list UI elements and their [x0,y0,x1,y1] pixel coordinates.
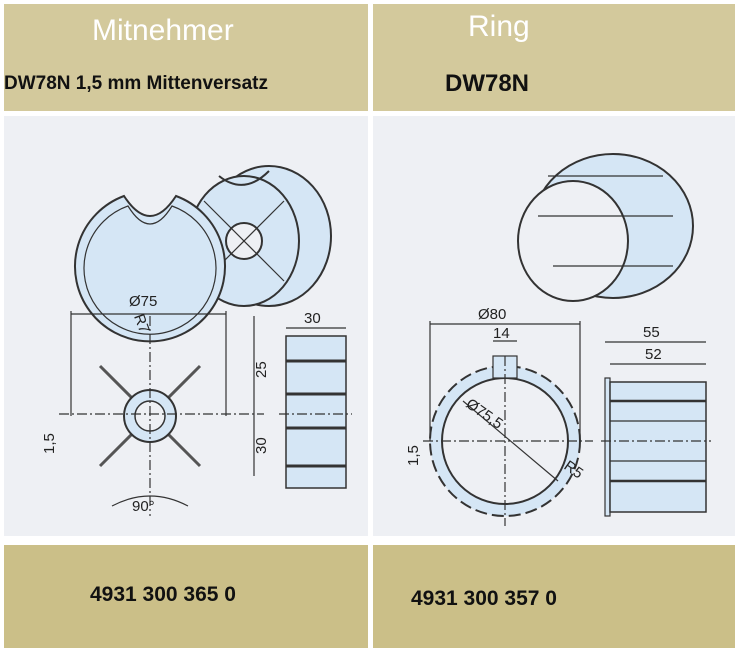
ring-side-view [601,341,711,517]
dim-angle: 90° [132,498,155,515]
mitnehmer-subtitle: DW78N 1,5 mm Mittenversatz [4,73,268,94]
mitnehmer-title-bar: Mitnehmer [4,4,368,58]
mitnehmer-side-view [279,327,352,489]
ring-subtitle-bar: DW78N [373,58,735,111]
ring-title-bar: Ring [373,4,735,58]
dim-upper: 25 [253,361,270,378]
mitnehmer-front-view [59,194,264,516]
ring-front-view [423,321,593,526]
dim-slot: 14 [493,325,510,342]
mitnehmer-drawing-area: Ø75 R7 25 30 1,5 90° 30 [4,116,368,536]
ring-part-number: 4931 300 357 0 [411,587,557,610]
dim-width: 52 [645,346,662,363]
dim-width: 30 [304,310,321,327]
dim-diameter: Ø75 [129,293,157,310]
dim-total-width: 55 [643,324,660,341]
ring-iso-view [517,153,694,302]
mitnehmer-subtitle-bar: DW78N 1,5 mm Mittenversatz [4,58,368,111]
mitnehmer-part-number-bar: 4931 300 365 0 [4,545,368,648]
dim-radius: R7 [130,312,153,336]
ring-column: Ring DW78N [373,4,735,648]
ring-subtitle: DW78N [445,70,530,97]
dim-offset: 1,5 [41,433,58,454]
dim-lower: 30 [253,437,270,454]
ring-title: Ring [468,10,530,43]
dim-offset: 1,5 [405,445,422,466]
mitnehmer-technical-drawing: Ø75 R7 25 30 1,5 90° 30 [41,165,352,516]
ring-technical-drawing: Ø80 14 Ø75,5 R5 1,5 55 52 [405,153,711,526]
ring-part-number-bar: 4931 300 357 0 [373,545,735,648]
ring-drawing-area: Ø80 14 Ø75,5 R5 1,5 55 52 [373,116,735,536]
mitnehmer-part-number: 4931 300 365 0 [90,583,236,606]
dim-diameter: Ø80 [478,306,506,323]
mitnehmer-title: Mitnehmer [92,14,234,47]
mitnehmer-column: Mitnehmer DW78N 1,5 mm Mittenversatz [4,4,368,648]
